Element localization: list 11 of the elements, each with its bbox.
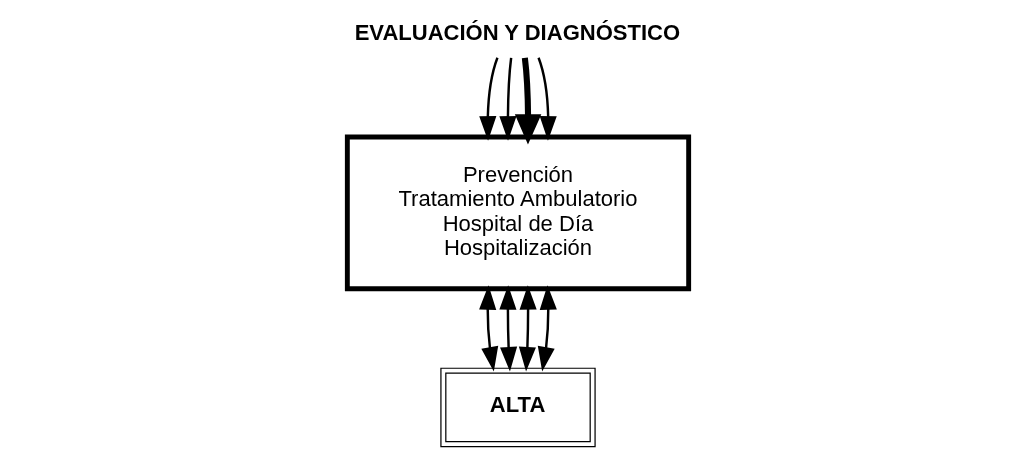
arrow [479,285,499,372]
node-text: EVALUACIÓN Y DIAGNÓSTICO [354,19,681,45]
arrow [479,57,499,141]
node-box: ALTA [440,367,596,448]
arrow [499,285,518,372]
arrow [518,285,537,372]
arrow [499,57,517,141]
arrow [514,57,542,145]
arrow [537,285,557,372]
node-box: Prevención Tratamiento Ambulatorio Hospital de Día Hospitalización [344,134,692,292]
arrow [537,57,557,141]
